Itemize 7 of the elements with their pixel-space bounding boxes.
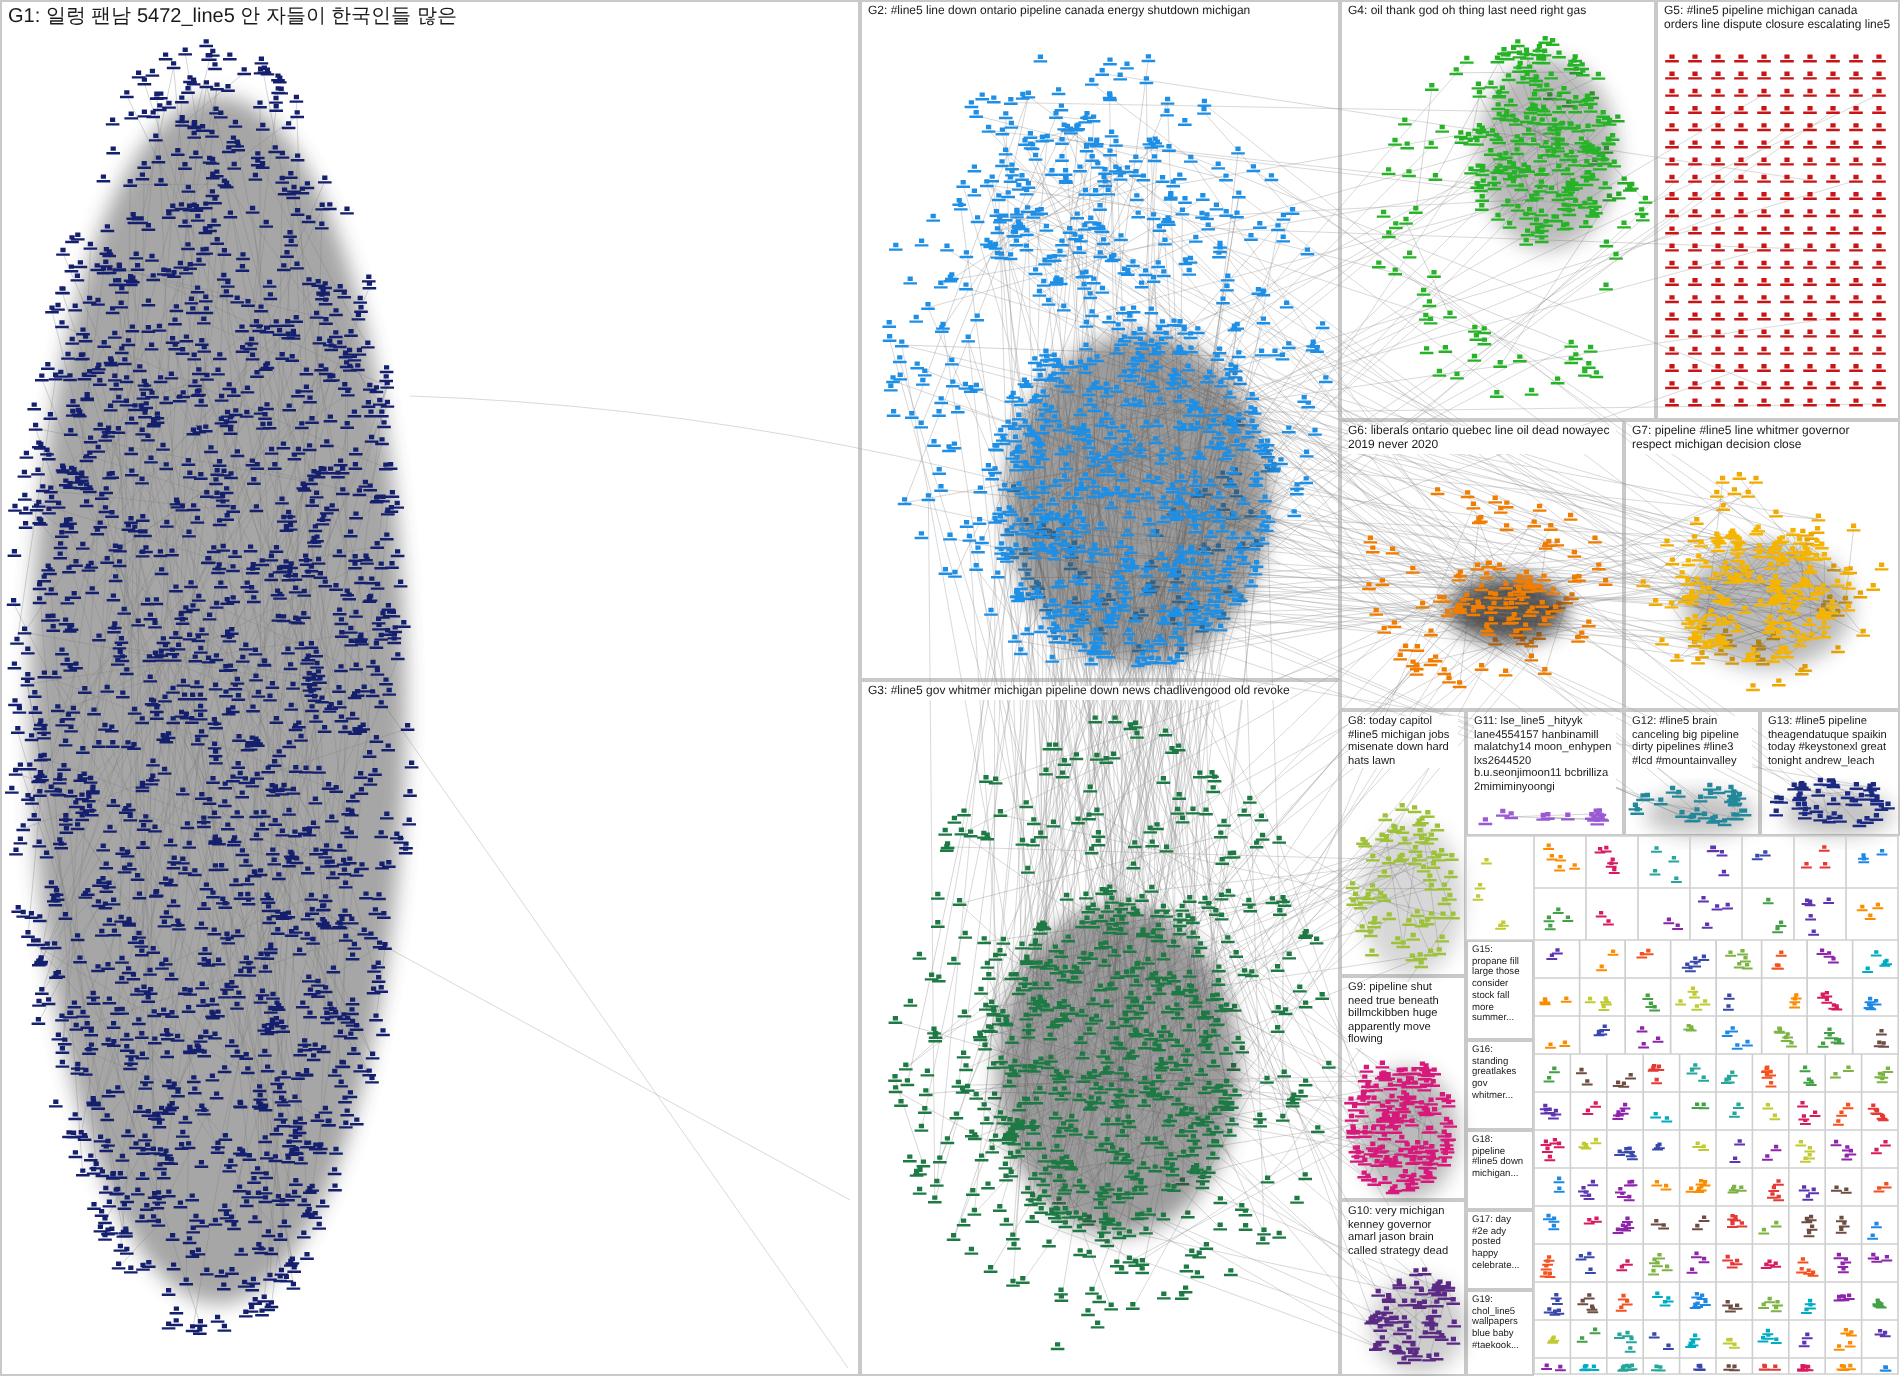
group-panel xyxy=(1466,940,1534,1040)
group-panel xyxy=(1466,1210,1534,1290)
group-panel xyxy=(1466,1290,1534,1376)
group-panel xyxy=(1466,1040,1534,1130)
group-label: G1: 일렁 팬남 5472_line5 안 자들이 한국인들 많은 xyxy=(8,6,458,30)
group-panel xyxy=(1466,710,1624,836)
group-panel xyxy=(1466,1130,1534,1210)
